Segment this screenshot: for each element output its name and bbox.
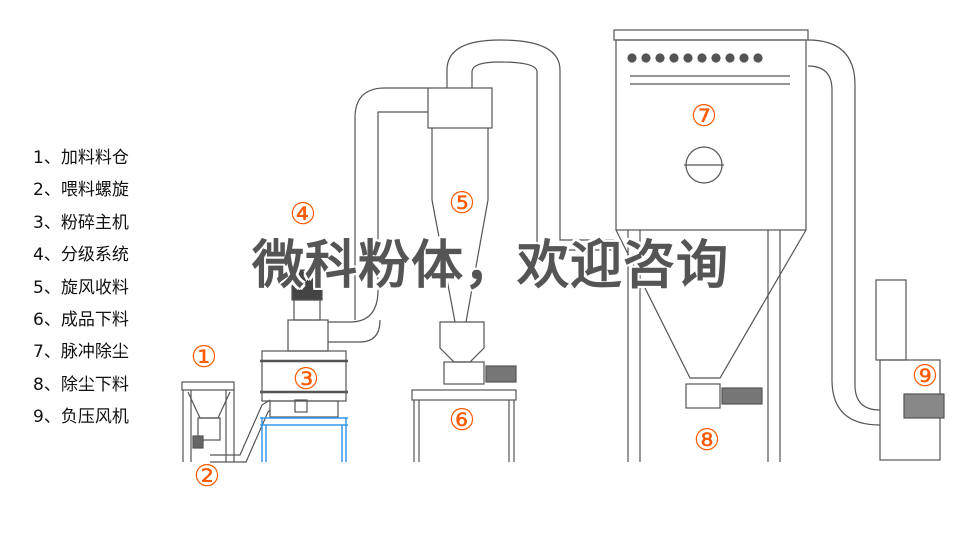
legend-item: 1、加料料仓 — [33, 148, 129, 168]
legend-item: 6、成品下料 — [33, 309, 129, 330]
marker-6: ⑥ — [448, 403, 476, 438]
legend-item: 7、脉冲除尘 — [33, 342, 129, 363]
legend-item: 9、负压风机 — [33, 407, 129, 428]
marker-4: ④ — [289, 197, 317, 232]
legend-item: 3、粉碎主机 — [33, 212, 129, 233]
feed-screw-pipe — [210, 399, 271, 463]
marker-9: ⑨ — [911, 359, 939, 394]
marker-5: ⑤ — [448, 186, 476, 221]
exhaust-fan — [875, 279, 945, 461]
legend-item: 8、除尘下料 — [33, 374, 129, 395]
marker-3: ③ — [292, 362, 320, 397]
duct-filter-to-fan — [807, 39, 881, 426]
legend-item: 4、分级系统 — [33, 245, 129, 266]
legend-item: 2、喂料螺旋 — [33, 180, 129, 201]
dust-collector — [613, 29, 809, 462]
marker-7: ⑦ — [690, 99, 718, 134]
watermark-text: 微科粉体，欢迎咨询 — [252, 236, 730, 296]
legend: 1、加料料仓 2、喂料螺旋 3、粉碎主机 4、分级系统 5、旋风收料 6、成品下… — [33, 146, 129, 438]
feed-hopper — [181, 381, 235, 462]
marker-8: ⑧ — [693, 423, 721, 458]
marker-2: ② — [193, 459, 221, 494]
legend-item: 5、旋风收料 — [33, 277, 129, 298]
discharge-table — [411, 389, 517, 462]
duct-cyclone-to-filter — [446, 39, 614, 251]
pulse-valves — [627, 53, 763, 63]
duct-mill-to-cyclone — [328, 87, 428, 343]
mill — [260, 269, 348, 462]
cyclone — [427, 87, 517, 385]
marker-1: ① — [190, 340, 218, 375]
